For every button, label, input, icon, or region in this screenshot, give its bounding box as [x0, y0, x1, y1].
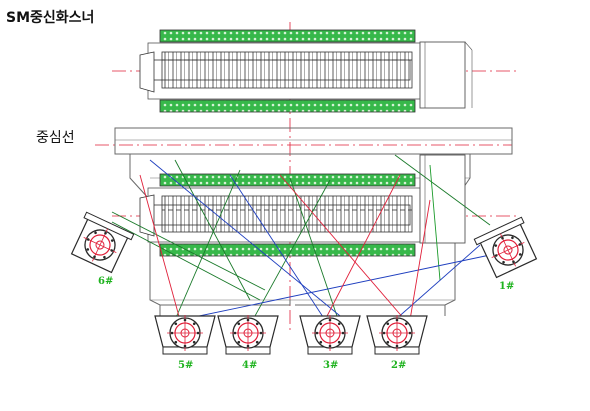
motor-unit-4 — [217, 315, 279, 355]
motor-unit-1 — [473, 216, 538, 279]
lower-drum-ribs — [161, 195, 413, 233]
upper-drum-top-mesh — [159, 29, 416, 43]
upper-screen-drum — [139, 29, 473, 113]
lower-drum-top-mesh — [159, 173, 416, 187]
unit-label-2: 2# — [391, 360, 407, 371]
upper-drum-bottom-mesh — [159, 99, 416, 113]
unit-label-5: 5# — [178, 360, 194, 371]
page-title: SM중신화스너 — [6, 10, 95, 26]
unit-label-6: 6# — [98, 276, 114, 287]
motor-unit-3 — [299, 315, 361, 355]
unit-label-4: 4# — [242, 360, 258, 371]
lower-drum-end-cap — [139, 194, 155, 237]
lower-drum-bottom-mesh — [159, 243, 416, 257]
lower-screen-drum — [139, 154, 466, 257]
motor-units — [70, 211, 538, 355]
lower-drive-motor — [419, 154, 466, 244]
unit-label-1: 1# — [499, 281, 515, 292]
unit-label-3: 3# — [323, 360, 339, 371]
motor-unit-2 — [366, 315, 428, 355]
motor-unit-5 — [154, 315, 216, 355]
upper-drum-ribs — [161, 51, 413, 89]
centerline-label: 중심선 — [36, 130, 75, 146]
upper-drive-motor — [419, 41, 466, 109]
drive-lines — [111, 154, 491, 326]
motor-unit-6 — [70, 211, 135, 274]
upper-drum-end-cap — [139, 51, 155, 93]
